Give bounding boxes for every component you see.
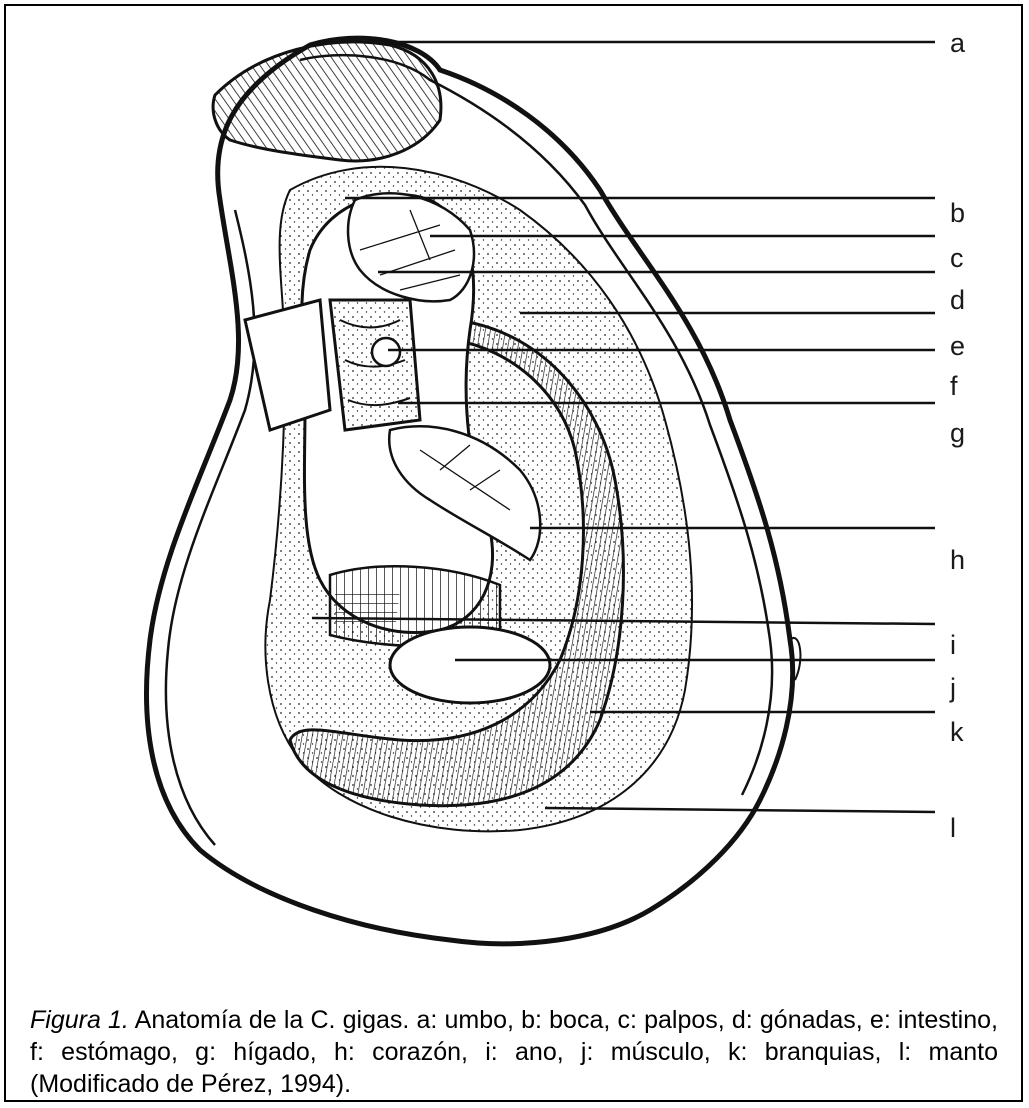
muscle-region xyxy=(390,627,550,703)
umbo-region xyxy=(213,42,441,161)
label-j: j xyxy=(950,675,956,702)
label-f: f xyxy=(950,373,958,400)
figure-caption-text: Anatomía de la C. gigas. a: umbo, b: boc… xyxy=(30,1006,998,1098)
label-h: h xyxy=(950,547,965,574)
label-g: g xyxy=(950,420,965,447)
oyster-anatomy-illustration xyxy=(0,0,1029,1000)
label-c: c xyxy=(950,245,964,272)
label-a: a xyxy=(950,30,965,57)
label-b: b xyxy=(950,200,965,227)
label-l: l xyxy=(950,815,956,842)
label-k: k xyxy=(950,719,964,746)
figure-caption: Figura 1. Anatomía de la C. gigas. a: um… xyxy=(30,1004,998,1100)
label-e: e xyxy=(950,333,965,360)
gonad-region xyxy=(330,300,420,430)
label-i: i xyxy=(950,632,956,659)
label-d: d xyxy=(950,287,965,314)
figure-caption-label: Figura 1. xyxy=(30,1006,129,1034)
